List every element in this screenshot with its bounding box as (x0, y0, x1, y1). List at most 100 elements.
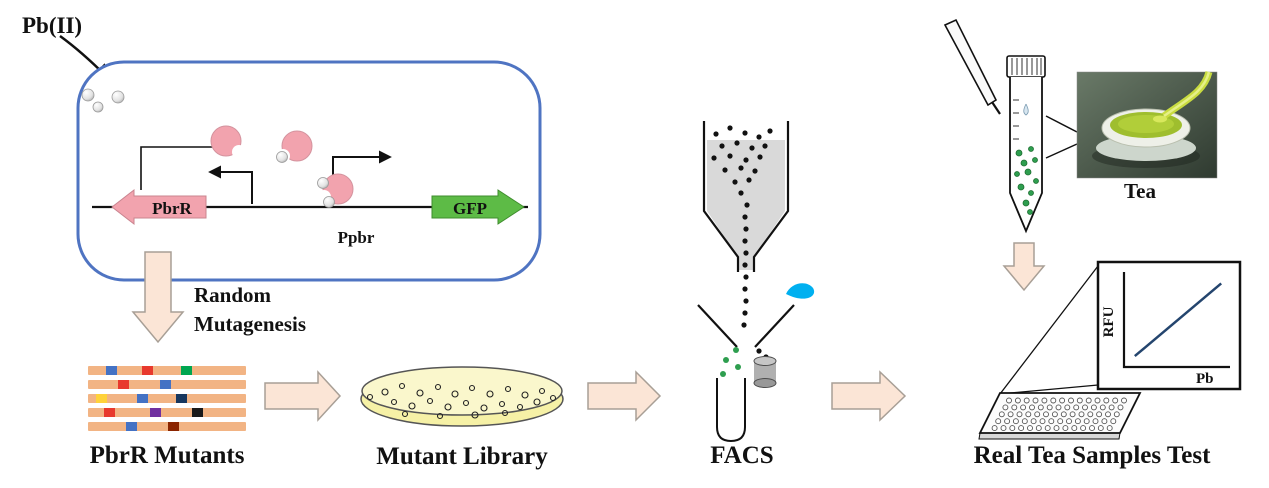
plate-well (1035, 425, 1042, 432)
plate-well (1076, 397, 1083, 404)
pb-ion (111, 90, 125, 104)
promoter-label: Ppbr (338, 228, 375, 247)
plate-well (1021, 418, 1028, 425)
plate-well (1110, 418, 1117, 425)
colony (504, 385, 512, 393)
facs-caption: FACS (710, 442, 773, 469)
pbrr-gene-label: PbrR (152, 199, 192, 218)
bacteria-cell (1028, 146, 1034, 152)
plate-well (1062, 425, 1069, 432)
facs-cell-dot (738, 165, 744, 171)
plate-well (1050, 397, 1057, 404)
colony (381, 388, 389, 396)
plate-well (1034, 411, 1041, 418)
plate-well (1082, 404, 1088, 411)
facs-cell-dot (722, 167, 728, 173)
expression-bracket (140, 146, 216, 190)
plate-well (1046, 404, 1053, 411)
plate-wells (991, 397, 1127, 432)
facs-cell-dot (742, 310, 748, 316)
bound-pb-ion (317, 177, 329, 189)
deflection-plate-right (754, 304, 795, 348)
colony (468, 384, 476, 392)
plate-well (1016, 411, 1023, 418)
plate-well (1103, 397, 1110, 404)
colony (462, 399, 470, 407)
down-block-arrow (131, 251, 185, 344)
gfp-gene-label: GFP (453, 199, 487, 218)
plate-well (1080, 425, 1087, 432)
facs-cell-dot (756, 348, 762, 354)
facs-cell-dot (719, 143, 725, 149)
tube-cap (1006, 55, 1046, 78)
plate-well (1027, 425, 1033, 432)
colony (401, 410, 409, 418)
facs-cell-dot (757, 154, 763, 160)
plate-well (1096, 411, 1103, 418)
plate-well (1023, 397, 1030, 404)
pbrr-gene-arrow (111, 188, 207, 226)
plate-well (1074, 418, 1081, 425)
facs-cell-stream (711, 125, 773, 360)
sample-drop (1023, 103, 1029, 116)
tube-cap-ridges (1011, 58, 1042, 75)
facs-cell-dot (756, 134, 762, 140)
chart-line-series (1133, 282, 1223, 358)
mutagenesis-label-line1: Random (194, 283, 272, 307)
tea-pour-stream-highlight (1163, 71, 1211, 118)
chart-y-label: RFU (1101, 306, 1117, 337)
colony (471, 411, 479, 419)
plate-well (1037, 404, 1044, 411)
plate-well (1007, 411, 1014, 418)
pbrr-protein-blobs (210, 125, 354, 208)
colony (480, 404, 488, 412)
plate-well (1068, 397, 1074, 404)
gfp-gene-arrow (431, 189, 525, 225)
protein-notch (232, 145, 246, 159)
colony (549, 394, 557, 402)
mutant-bar (88, 366, 246, 375)
flow-arrow-2 (587, 370, 662, 422)
plate-well (1011, 404, 1018, 411)
plate-well (1012, 418, 1019, 425)
mutant-library-icon: Mutant Library (360, 366, 564, 470)
plate-well (1004, 418, 1011, 425)
mutation-segments (96, 366, 203, 431)
facs-cell-dot (742, 214, 748, 220)
facs-funnel-right-wall (752, 121, 790, 272)
plate-well (1025, 411, 1032, 418)
facs-cell-dot (743, 157, 749, 163)
mutant-bar (88, 422, 246, 431)
facs-cell-dot (738, 190, 744, 196)
bacteria-cell (1017, 183, 1025, 191)
plate-well (1105, 411, 1111, 418)
mutagenesis-step: Random Mutagenesis (131, 251, 306, 344)
sorted-cell-dot (733, 347, 739, 353)
plate-well (1085, 397, 1092, 404)
facs-cell-dot (742, 286, 748, 292)
tea-test-section: Tea RFU Pb Real Tea Samples Test (943, 18, 1242, 469)
plate-well (1039, 418, 1046, 425)
pb-ion-label: Pb(II) (22, 13, 82, 38)
test-caption: Real Tea Samples Test (974, 442, 1212, 469)
plate-well (1041, 397, 1048, 404)
plate-well (1073, 404, 1080, 411)
sample-tube-icon (1006, 55, 1046, 234)
facs-cell-dot (749, 145, 755, 151)
plate-well (1043, 411, 1049, 418)
bound-pb-ion (323, 196, 335, 208)
plate-well (1053, 425, 1060, 432)
facs-cell-dot (762, 143, 768, 149)
facs-cell-dot (727, 153, 733, 159)
deflection-plate-left (697, 304, 738, 348)
plate-top (978, 392, 1142, 434)
waste-cylinder-top (753, 356, 777, 366)
plate-well (1002, 404, 1009, 411)
plate-well (1059, 397, 1066, 404)
tea-splash (1153, 115, 1167, 123)
cell-membrane (76, 60, 542, 282)
colony (486, 390, 494, 398)
tea-photo (1076, 70, 1218, 179)
library-caption: Mutant Library (376, 443, 548, 470)
colonies (366, 382, 557, 420)
